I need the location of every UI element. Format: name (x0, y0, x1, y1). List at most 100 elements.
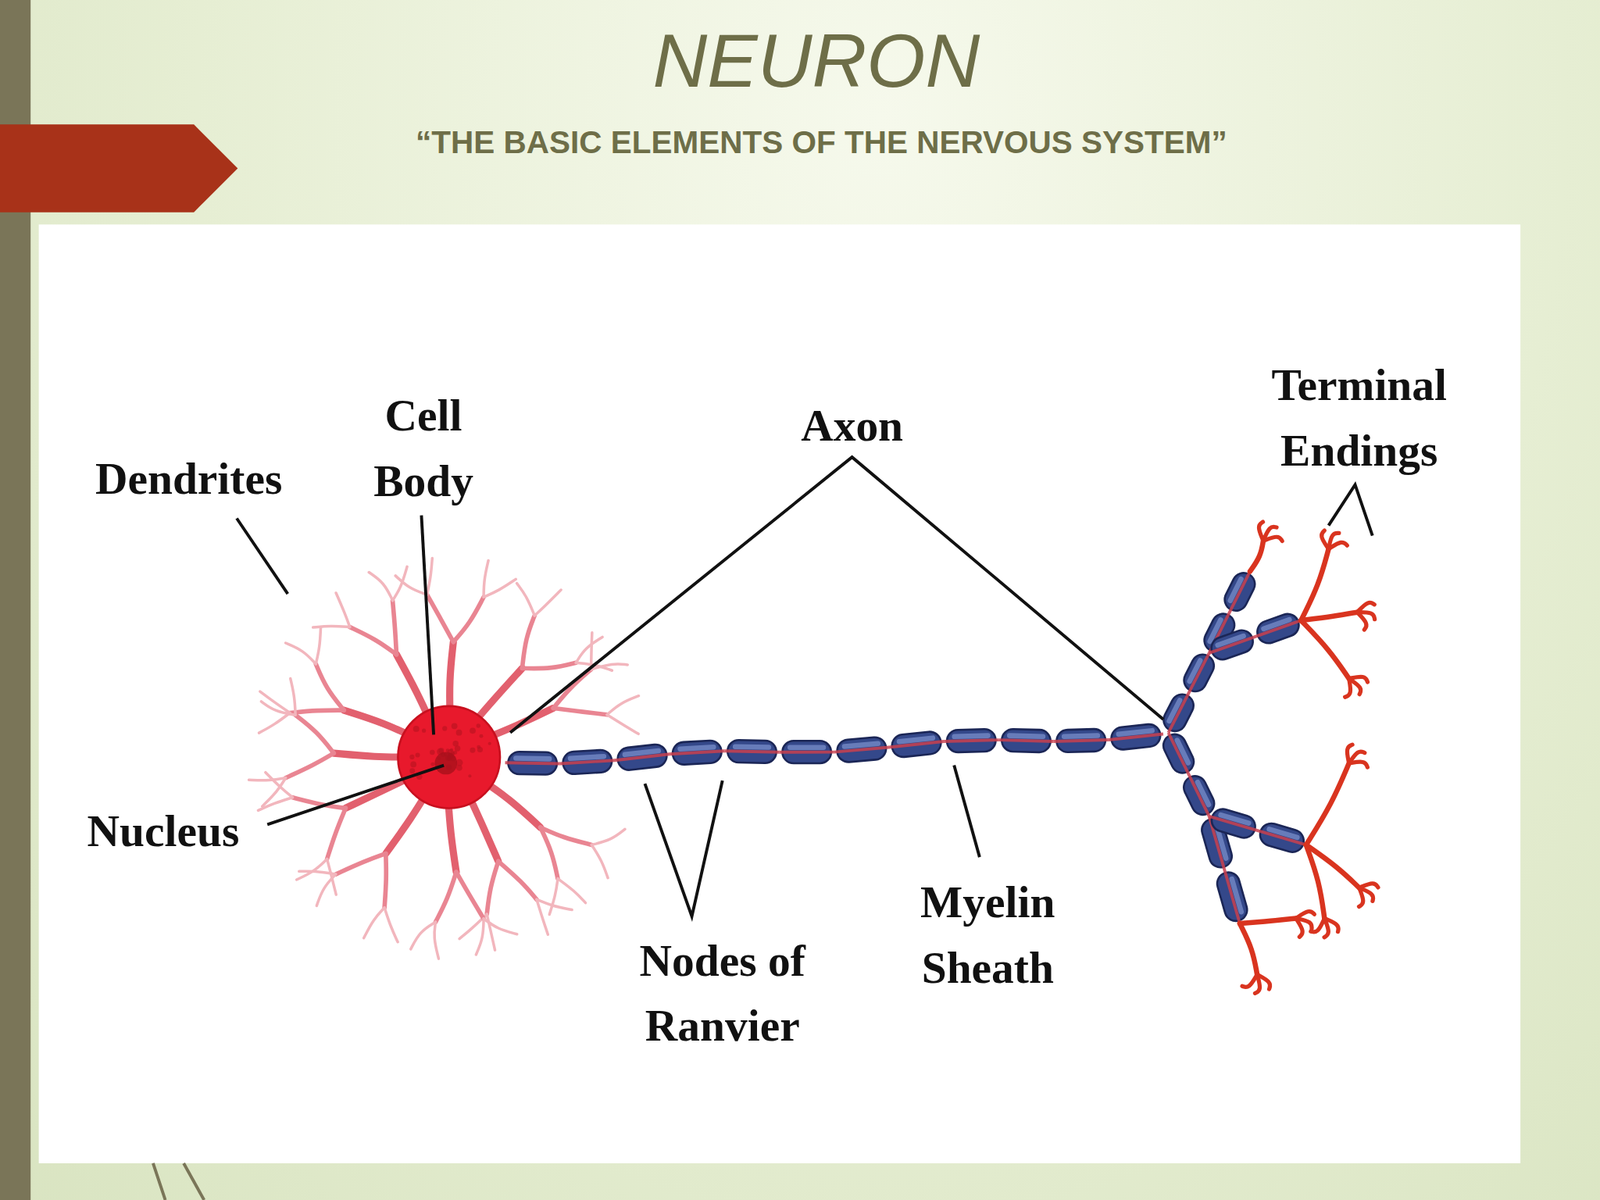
dendrite-branch (410, 921, 436, 950)
cytoplasm-speck (477, 746, 483, 753)
cytoplasm-speck (442, 725, 447, 731)
dendrite-branch (335, 592, 350, 628)
cytoplasm-speck (429, 750, 436, 756)
terminal-branch (1300, 549, 1329, 621)
dendrite-branch (607, 696, 640, 715)
dendrite-branch (483, 918, 518, 935)
axon-core (560, 760, 615, 764)
dendrite-branch (540, 827, 558, 879)
dendrite-branch (295, 714, 334, 754)
leader-line (1328, 484, 1373, 536)
cytoplasm-speck (469, 727, 476, 734)
dendrite-branch (384, 907, 398, 943)
dendrite-branch (536, 899, 572, 910)
leader-line (510, 457, 1164, 733)
dendrite-branch (313, 625, 350, 628)
axon-core (834, 746, 890, 752)
cytoplasm-speck (415, 752, 421, 758)
dendrite-branch (475, 918, 484, 955)
terminal-branch (1239, 918, 1297, 925)
cytoplasm-speck (410, 761, 417, 768)
dendrite-branch (262, 778, 286, 807)
dendrite-branch (258, 713, 290, 734)
dendrite-branch (364, 907, 386, 939)
neuron-drawing (249, 521, 1379, 993)
cytoplasm-speck (446, 748, 450, 753)
part-label: Terminal Endings (1242, 353, 1477, 484)
dendrite-branch (427, 557, 433, 595)
cytoplasm-speck (488, 742, 492, 746)
dendrite-branch (607, 714, 639, 735)
dendrite-branch (392, 600, 397, 655)
dendrite-branch (557, 878, 586, 904)
terminal-bouton (1345, 678, 1351, 698)
terminal-bouton (1349, 761, 1368, 768)
cytoplasm-speck (409, 767, 415, 774)
cytoplasm-speck (409, 754, 415, 760)
terminal-branch (1300, 612, 1358, 621)
axon-core (505, 762, 561, 764)
dendrite-branch (483, 578, 516, 597)
terminal-branch (1239, 923, 1258, 975)
dendrite-branch (521, 662, 576, 668)
cytoplasm-speck (413, 725, 420, 733)
dendrite-branch (453, 596, 484, 642)
dendrite-branch (549, 878, 558, 915)
cytoplasm-speck (430, 762, 435, 767)
cytoplasm-speck (479, 734, 484, 739)
cell-body (397, 706, 500, 809)
dendrite-branch (290, 678, 296, 716)
dendrite-branch (534, 589, 561, 616)
part-label: Axon (750, 393, 954, 460)
dendrite-branch (553, 707, 608, 715)
corner-marks (153, 1163, 204, 1200)
dendrite-branch (575, 636, 603, 663)
dendrite-branch (427, 594, 454, 643)
dendrite-branch (435, 871, 457, 922)
myelin-highlight (787, 744, 826, 750)
myelin-highlight (1061, 732, 1100, 740)
dendrite-branch (335, 853, 386, 875)
dendrite-branch (483, 560, 489, 598)
cytoplasm-speck (467, 774, 472, 778)
dendrite-branch (517, 583, 536, 616)
myelin-highlight (513, 755, 552, 761)
corner-mark (153, 1163, 166, 1200)
dendrite-branch (368, 572, 393, 601)
dendrite-branch (553, 669, 591, 709)
slide-subtitle: “THE BASIC ELEMENTS OF THE NERVOUS SYSTE… (260, 122, 1383, 164)
dendrite-branch (591, 632, 593, 670)
dendrite-branch (521, 615, 535, 668)
myelin-highlight (732, 743, 772, 750)
leader-lines (236, 457, 1373, 917)
cytoplasm-speck (454, 745, 461, 752)
dendrite-branch (395, 575, 427, 595)
part-label: Nucleus (40, 799, 286, 865)
axon-core (998, 739, 1054, 742)
dendrite-branch (591, 844, 608, 878)
leader-line (267, 765, 444, 825)
part-label: Dendrites (46, 446, 333, 513)
terminal-bouton (1263, 536, 1283, 541)
axon-core (1108, 734, 1164, 740)
dendrite-branch (384, 853, 386, 908)
cytoplasm-speck (476, 723, 481, 728)
leader-line (236, 518, 288, 595)
terminal-branch (1300, 620, 1349, 679)
dendrite-branch (434, 921, 439, 959)
dendrite-branch (456, 871, 484, 919)
dendrite-branch (249, 778, 286, 781)
dendrite-branch (315, 627, 321, 665)
dendrite-branch (285, 642, 317, 665)
dendrite-branch (591, 828, 625, 845)
axon-core (1168, 732, 1210, 817)
cytoplasm-speck (450, 748, 454, 752)
white-panel (39, 224, 1521, 1164)
myelin-highlight (951, 732, 990, 740)
cytoplasm-speck (469, 747, 475, 754)
axon-core (1053, 739, 1109, 742)
part-label: Nodes of Ranvier (600, 928, 845, 1060)
cytoplasm-speck (452, 740, 458, 747)
